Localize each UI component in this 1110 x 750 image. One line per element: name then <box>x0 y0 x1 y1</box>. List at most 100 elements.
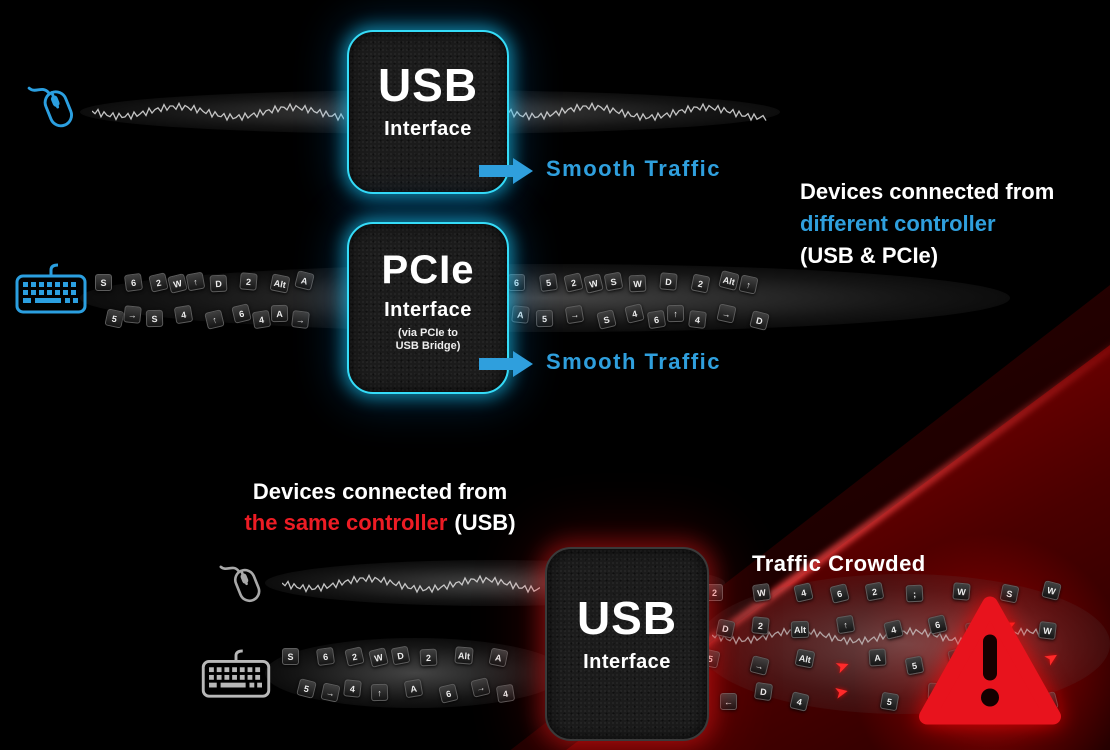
keycap: 6 <box>828 582 850 604</box>
mouse-icon <box>27 86 73 128</box>
cursor-icon: ➤ <box>833 655 852 677</box>
usb-box-title: USB <box>377 59 479 111</box>
keycap: A <box>294 270 316 292</box>
keycap: ↑ <box>835 615 855 635</box>
keycap: 2 <box>690 273 711 294</box>
keycap: D <box>748 309 770 331</box>
keycap: S <box>95 274 112 291</box>
keycap: A <box>868 648 887 667</box>
pcie-box-note: (via PCIe to USB Bridge) <box>395 327 461 352</box>
keycap: W <box>752 583 772 603</box>
keycap: A <box>511 305 531 324</box>
top-caption-line3: (USB & PCIe) <box>800 243 939 268</box>
keyboard-icon <box>15 263 87 314</box>
keycap: D <box>209 274 228 293</box>
keycap: W <box>367 646 389 668</box>
keycap: 4 <box>173 304 193 324</box>
keycap: ← <box>720 692 738 710</box>
keycap: → <box>320 682 341 703</box>
same-controller-text: the same controller <box>244 510 448 535</box>
keycap: → <box>470 677 491 698</box>
keycap: A <box>488 647 509 668</box>
keycap: D <box>659 272 679 291</box>
keycap: 5 <box>295 678 317 700</box>
bottom-caption-line1: Devices connected from <box>252 479 508 504</box>
keycap: 4 <box>343 679 363 698</box>
mouse-icon <box>219 565 261 603</box>
keycap: 6 <box>230 303 252 324</box>
keycap: Alt <box>794 648 816 669</box>
top-caption-line2: different controller <box>800 211 996 236</box>
keycap: 4 <box>882 619 904 640</box>
keycap: ↑ <box>370 683 389 702</box>
keycap: 5 <box>879 691 900 712</box>
keycap: ↑ <box>738 274 759 295</box>
keycap: ↑ <box>185 271 206 292</box>
keycap: 6 <box>124 273 144 293</box>
keyboard-icon <box>201 649 271 698</box>
keycap: 2 <box>563 271 585 293</box>
keycap: Alt <box>269 273 291 295</box>
keycap: 4 <box>688 310 708 330</box>
keycap: S <box>603 271 624 292</box>
warning-triangle-icon <box>919 596 1061 725</box>
keycap: 2 <box>148 271 169 293</box>
keycap: ↑ <box>666 304 685 323</box>
keycap: → <box>716 302 737 324</box>
pcie-box-subtitle: Interface <box>384 299 472 321</box>
keycap: 6 <box>646 309 667 330</box>
pcie-box-title: PCIe <box>381 248 475 292</box>
keycap: Alt <box>790 620 810 639</box>
keycap: 2 <box>239 272 258 291</box>
keycap: ↑ <box>203 308 225 330</box>
bottom-caption-line2: the same controller(USB) <box>190 507 570 538</box>
keycap: A <box>270 304 288 323</box>
usb-box-subtitle: Interface <box>583 651 671 673</box>
keycap: W <box>583 272 605 294</box>
keycap: W <box>166 272 188 294</box>
keycap: 5 <box>535 309 553 328</box>
bottom-caption: Devices connected from the same controll… <box>190 476 570 538</box>
arrow-right-icon <box>479 158 535 184</box>
keycap: → <box>290 310 310 330</box>
keycap: 6 <box>438 682 459 704</box>
keycap: Alt <box>717 270 740 292</box>
keycap: 2 <box>420 648 438 667</box>
top-caption: Devices connected from different control… <box>800 176 1110 272</box>
keycap: D <box>391 645 411 666</box>
mouse-signal-wave <box>282 573 540 594</box>
keycap: 4 <box>793 581 814 603</box>
keycap: → <box>564 304 584 324</box>
usb-box-subtitle: Interface <box>384 118 472 140</box>
keycap: A <box>403 678 423 698</box>
keycap: 6 <box>315 647 335 667</box>
smooth-traffic-label: Smooth Traffic <box>546 349 722 374</box>
keycap: 2 <box>864 581 885 602</box>
keycap: S <box>282 648 299 665</box>
keycap: 4 <box>495 683 516 704</box>
traffic-crowded-label: Traffic Crowded <box>752 551 926 576</box>
cursor-icon: ➤ <box>834 682 850 702</box>
keycap: 4 <box>624 303 646 324</box>
usb-interface-box-bottom: USB Interface <box>545 547 709 741</box>
keycap: → <box>748 655 770 676</box>
keycap: 2 <box>750 615 770 635</box>
mouse-signal-wave <box>505 101 767 122</box>
keycap: 4 <box>251 309 272 330</box>
keycap: → <box>122 305 142 324</box>
keycap: 6 <box>508 274 525 291</box>
usb-box-title: USB <box>576 592 678 644</box>
keycap: D <box>715 618 736 640</box>
keycap: S <box>596 308 617 330</box>
keycap: 5 <box>538 273 558 293</box>
keycap: Alt <box>454 646 474 665</box>
mouse-signal-wave <box>92 101 344 122</box>
usb-label-text: (USB) <box>454 510 516 535</box>
keycap: 2 <box>344 645 365 667</box>
top-caption-line1: Devices connected from <box>800 179 1055 204</box>
keycap: 5 <box>104 308 125 329</box>
